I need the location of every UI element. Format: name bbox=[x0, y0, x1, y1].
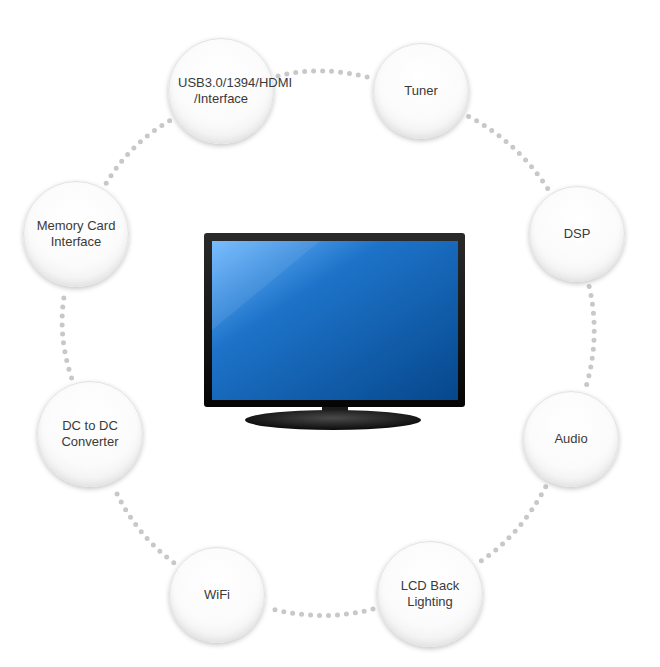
feature-label: Audio bbox=[554, 431, 587, 447]
dotted-connector bbox=[62, 292, 71, 378]
feature-label: Memory Card Interface bbox=[33, 218, 119, 250]
dotted-connector bbox=[269, 608, 373, 615]
dotted-connector bbox=[114, 488, 174, 563]
feature-label: LCD Back Lighting bbox=[387, 578, 473, 610]
feature-circle: DSP bbox=[529, 186, 625, 282]
feature-label: DSP bbox=[564, 226, 591, 242]
dotted-connector bbox=[106, 121, 170, 184]
feature-circle: USB3.0/1394/HDMI /Interface bbox=[168, 38, 274, 144]
dotted-connector bbox=[469, 116, 548, 188]
feature-circle: WiFi bbox=[169, 547, 265, 643]
feature-label: WiFi bbox=[204, 587, 230, 603]
feature-label: Tuner bbox=[404, 83, 437, 99]
feature-circle: Memory Card Interface bbox=[23, 181, 129, 287]
feature-circle: LCD Back Lighting bbox=[377, 541, 483, 647]
dotted-connector bbox=[586, 287, 594, 388]
dotted-connector bbox=[278, 71, 369, 78]
dotted-connector bbox=[480, 487, 546, 562]
feature-circle: Audio bbox=[523, 391, 619, 487]
feature-circle: Tuner bbox=[373, 43, 469, 139]
feature-circle: DC to DC Converter bbox=[37, 381, 143, 487]
feature-label: USB3.0/1394/HDMI /Interface bbox=[178, 75, 264, 107]
feature-label: DC to DC Converter bbox=[47, 418, 133, 450]
